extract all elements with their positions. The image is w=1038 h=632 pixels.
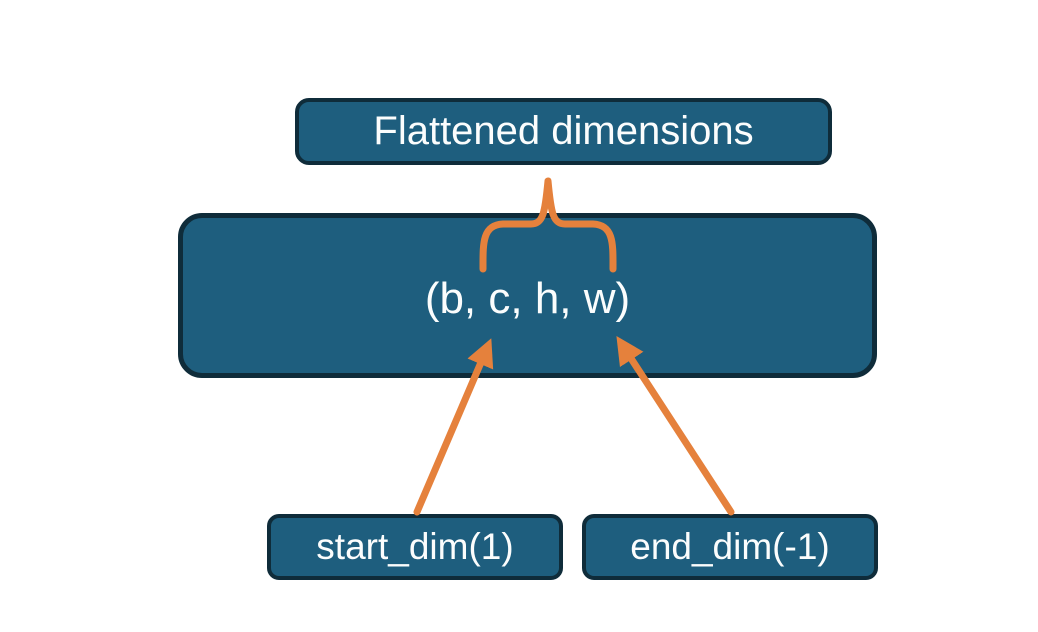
end-dim-box: end_dim(-1) [582,514,878,580]
flattened-dimensions-box: Flattened dimensions [295,98,832,165]
end-dim-label: end_dim(-1) [630,526,830,567]
tensor-shape-box: (b, c, h, w) [178,213,877,378]
start-dim-label: start_dim(1) [316,526,514,567]
start-dim-box: start_dim(1) [267,514,563,580]
flattened-dimensions-label: Flattened dimensions [373,109,754,153]
tensor-shape-label: (b, c, h, w) [424,273,631,323]
